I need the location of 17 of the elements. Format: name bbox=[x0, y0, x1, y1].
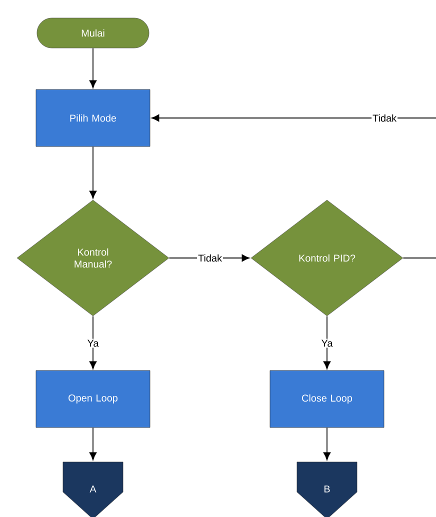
off-page-connector: B bbox=[296, 462, 358, 517]
off-page-connector: A bbox=[62, 462, 124, 517]
arrow bbox=[89, 316, 97, 370]
start-terminal: Mulai bbox=[36, 18, 150, 48]
edge-label: Ya bbox=[322, 340, 333, 347]
edge-label: Tidak bbox=[372, 114, 397, 122]
process-box: Pilih Mode bbox=[36, 89, 150, 147]
arrow bbox=[89, 146, 97, 199]
arrow bbox=[323, 427, 331, 460]
arrow bbox=[151, 114, 436, 122]
arrow bbox=[89, 48, 97, 88]
edge-label: Tidak bbox=[198, 254, 222, 262]
process-box: Close Loop bbox=[270, 370, 384, 428]
process-box: Open Loop bbox=[36, 370, 150, 428]
arrow bbox=[323, 316, 331, 370]
edge-label: Ya bbox=[88, 340, 99, 347]
arrow bbox=[89, 427, 97, 460]
